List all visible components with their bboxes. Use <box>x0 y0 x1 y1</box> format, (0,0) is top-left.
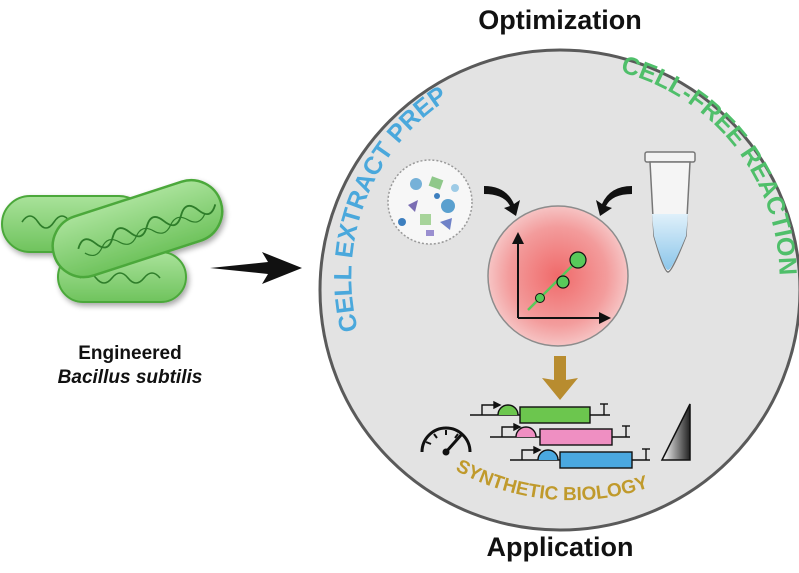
down-arrow-icon <box>542 356 578 400</box>
tube-icon <box>644 151 696 273</box>
graph-icon <box>487 205 629 347</box>
gene-circuit-icon <box>470 400 650 469</box>
title-application: Application <box>486 532 634 562</box>
curved-arrow-icon <box>596 186 632 216</box>
extract-bubble-icon <box>387 159 473 245</box>
organism-line2: Bacillus subtilis <box>57 367 203 388</box>
title-optimization: Optimization <box>478 5 642 35</box>
curved-arrow-icon <box>484 186 520 216</box>
speedometer-icon <box>420 426 472 456</box>
gradient-triangle-icon <box>660 403 691 461</box>
organism-label: Engineered Bacillus subtilis <box>30 342 230 390</box>
organism-line1: Engineered <box>78 343 182 364</box>
arrow-right-icon <box>210 252 302 284</box>
bacteria-icon <box>1 178 224 303</box>
